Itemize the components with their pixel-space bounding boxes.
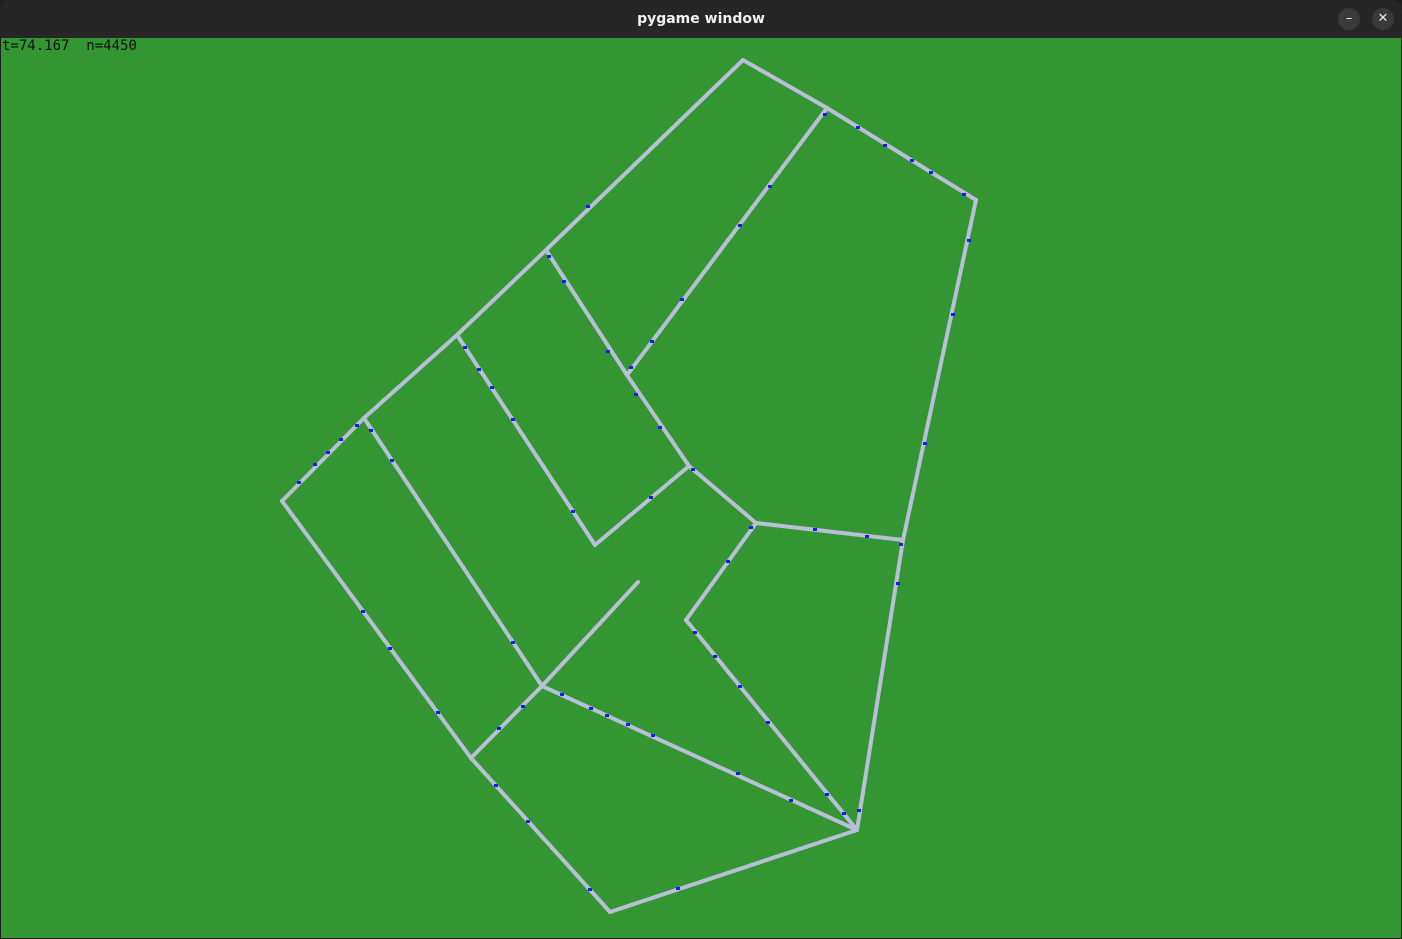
vehicle-marker: [738, 224, 742, 227]
road-segment: [455, 248, 548, 337]
road-segment: [280, 416, 366, 503]
vehicle-marker: [355, 424, 359, 427]
vehicle-marker: [494, 784, 498, 787]
vehicle-marker: [526, 820, 530, 823]
vehicle-marker: [896, 582, 900, 585]
vehicle-marker: [929, 171, 933, 174]
vehicle-marker: [497, 727, 501, 730]
window-title: pygame window: [637, 11, 765, 27]
vehicle-marker: [923, 442, 927, 445]
vehicle-marker: [629, 366, 633, 369]
vehicle-marker: [736, 772, 740, 775]
vehicle-marker: [910, 159, 914, 162]
vehicle-marker: [676, 887, 680, 890]
vehicle-marker: [511, 418, 515, 421]
vehicle-marker: [521, 705, 525, 708]
vehicle-marker: [768, 185, 772, 188]
count-readout: n=4450: [86, 38, 137, 54]
road-segment: [593, 464, 691, 547]
status-readout: t=74.167 n=4450: [2, 38, 137, 54]
vehicle-marker: [586, 205, 590, 208]
vehicle-marker: [606, 350, 610, 353]
simulation-canvas[interactable]: t=74.167 n=4450: [1, 38, 1401, 938]
vehicle-marker: [626, 723, 630, 726]
vehicle-marker: [951, 313, 955, 316]
road-segment: [469, 684, 544, 760]
road-segment: [855, 538, 905, 832]
road-segment: [362, 333, 459, 420]
vehicle-marker: [658, 426, 662, 429]
vehicle-marker: [693, 631, 697, 634]
road-segment: [540, 684, 859, 832]
road-segment: [687, 464, 758, 525]
vehicle-marker: [511, 641, 515, 644]
vehicle-marker: [369, 429, 373, 432]
vehicle-marker: [477, 368, 481, 371]
vehicle-marker: [813, 528, 817, 531]
vehicle-marker: [766, 721, 770, 724]
vehicle-marker: [339, 438, 343, 441]
road-segment: [825, 106, 978, 202]
vehicle-marker: [605, 714, 609, 717]
vehicle-marker: [297, 481, 301, 484]
vehicle-marker: [856, 126, 860, 129]
vehicle-marker: [899, 543, 903, 546]
vehicle-marker: [490, 386, 494, 389]
vehicle-marker: [634, 393, 638, 396]
vehicle-marker: [726, 560, 730, 563]
vehicle-marker: [588, 888, 592, 891]
vehicle-marker: [326, 451, 330, 454]
vehicle-marker: [680, 298, 684, 301]
vehicle-marker: [962, 193, 966, 196]
vehicle-marker: [865, 535, 869, 538]
vehicle-marker: [361, 610, 365, 613]
road-network: [280, 58, 978, 914]
vehicle-marker: [463, 346, 467, 349]
road-segment: [469, 756, 612, 914]
vehicle-marker: [967, 239, 971, 242]
road-segment: [684, 521, 758, 622]
road-segment: [544, 58, 745, 252]
vehicle-marker: [390, 459, 394, 462]
vehicle-marker: [589, 707, 593, 710]
vehicle-marker: [713, 655, 717, 658]
road-segment: [544, 248, 629, 377]
vehicle-marker: [823, 113, 827, 116]
road-segment: [901, 198, 978, 542]
vehicle-marker: [857, 809, 861, 812]
vehicle-marker: [842, 812, 846, 815]
road-segment: [455, 333, 597, 547]
vehicle-marker: [650, 340, 654, 343]
road-segment: [741, 58, 829, 110]
vehicle-marker: [571, 510, 575, 513]
vehicle-marker: [313, 463, 317, 466]
vehicle-marker: [883, 144, 887, 147]
vehicle-marker: [649, 496, 653, 499]
vehicle-marker: [388, 647, 392, 650]
vehicle-marker: [562, 280, 566, 283]
road-segment: [754, 521, 905, 542]
vehicle-marker: [789, 799, 793, 802]
time-readout: t=74.167: [2, 38, 70, 54]
vehicle-marker: [560, 693, 564, 696]
minimize-button[interactable]: –: [1338, 8, 1360, 30]
road-segment: [540, 580, 640, 688]
vehicle-marker: [436, 711, 440, 714]
title-bar[interactable]: pygame window – ✕: [0, 0, 1402, 39]
vehicle-marker: [691, 468, 695, 471]
road-segment: [684, 618, 859, 832]
road-segment: [625, 373, 691, 468]
road-segment: [625, 106, 829, 377]
vehicle-marker: [547, 255, 551, 258]
vehicle-marker: [651, 734, 655, 737]
vehicle-marker: [825, 793, 829, 796]
road-segment: [608, 828, 859, 914]
close-button[interactable]: ✕: [1372, 8, 1394, 30]
road-segment: [280, 499, 473, 760]
vehicle-marker: [749, 526, 753, 529]
vehicle-marker: [738, 685, 742, 688]
